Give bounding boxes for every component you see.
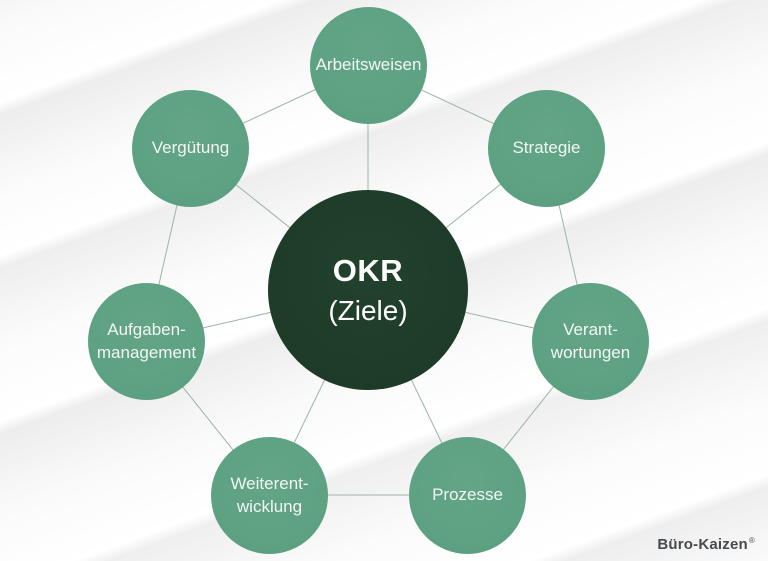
center-node-title: OKR bbox=[332, 252, 404, 288]
registered-trademark-icon: ® bbox=[748, 536, 755, 545]
node-label: Vergütung bbox=[151, 138, 230, 158]
node-label: Aufgaben- management bbox=[96, 320, 197, 362]
node-label: Verant- wortungen bbox=[550, 320, 631, 362]
node-prozesse: Prozesse bbox=[409, 437, 526, 554]
node-strategie: Strategie bbox=[488, 90, 605, 207]
node-label: Strategie bbox=[512, 138, 581, 158]
center-node-subtitle: (Ziele) bbox=[328, 294, 408, 326]
center-node-okr: OKR (Ziele) bbox=[268, 190, 468, 390]
node-label: Arbeitsweisen bbox=[315, 55, 422, 75]
brand-logo: Büro-Kaizen® bbox=[657, 536, 755, 553]
node-weiterentwicklung: Weiterent- wicklung bbox=[211, 437, 328, 554]
node-aufgabenmanagement: Aufgaben- management bbox=[88, 283, 205, 400]
brand-name: Büro-Kaizen bbox=[657, 536, 748, 553]
node-arbeitsweisen: Arbeitsweisen bbox=[310, 7, 427, 124]
node-label: Weiterent- wicklung bbox=[230, 474, 309, 516]
node-label: Prozesse bbox=[432, 485, 503, 505]
node-verantwortungen: Verant- wortungen bbox=[532, 283, 649, 400]
node-verguetung: Vergütung bbox=[132, 90, 249, 207]
